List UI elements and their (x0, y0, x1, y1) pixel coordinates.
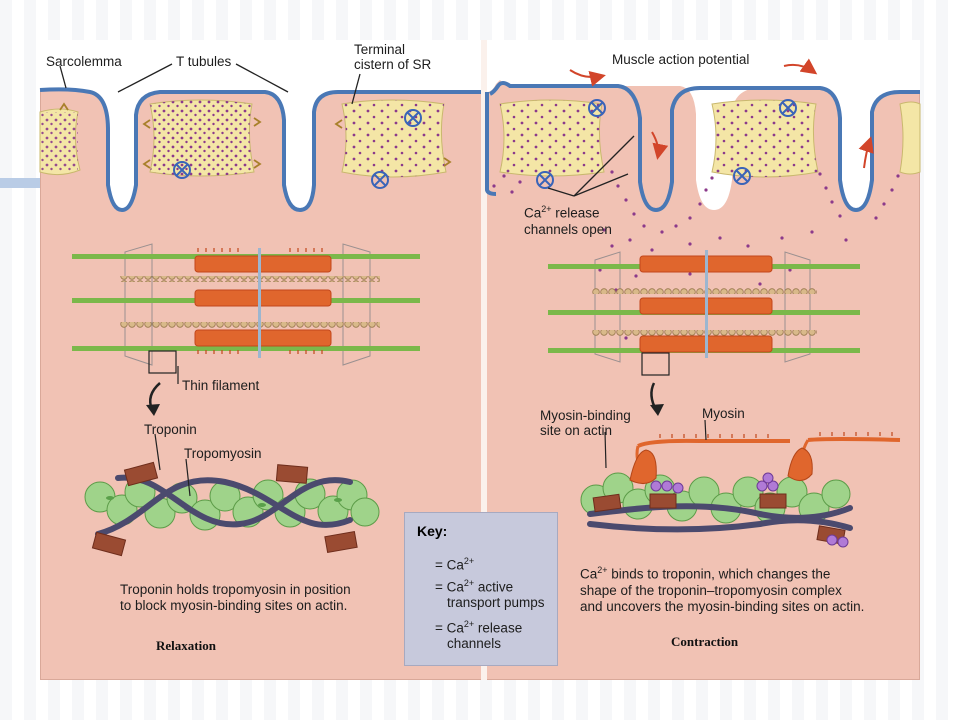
contraction-caption-line2: shape of the troponin–tropomyosin comple… (580, 582, 842, 598)
label-myosin-binding-line2: site on actin (540, 423, 613, 438)
left-actin-filament (84, 433, 380, 557)
right-actin-filament (580, 419, 901, 548)
label-t-tubules: T tubules (176, 54, 232, 69)
label-ca-release-line2: channels open (524, 222, 612, 237)
right-sarcomere (548, 250, 860, 416)
key-title: Key: (417, 523, 448, 539)
left-sarcolemma (39, 40, 481, 213)
label-sarcolemma: Sarcolemma (46, 54, 122, 69)
left-pump-icons (173, 109, 422, 189)
label-ca-release-line1: Ca2+ release (524, 204, 600, 221)
label-thin-filament: Thin filament (182, 378, 260, 393)
slide-accent-bar (0, 178, 44, 188)
label-terminal-cistern-line2: cistern of SR (354, 57, 432, 72)
label-troponin: Troponin (144, 422, 197, 437)
left-sr-cisterns (39, 99, 447, 178)
contraction-caption-line1: Ca2+ binds to troponin, which changes th… (580, 565, 831, 582)
action-potential-arrows (569, 58, 874, 169)
left-release-channels (59, 102, 452, 169)
right-sr-cisterns (499, 99, 921, 178)
left-thin-filaments (72, 254, 420, 351)
label-terminal-cistern-line1: Terminal (354, 42, 406, 57)
contraction-caption: Ca2+ binds to troponin, which changes th… (580, 562, 864, 615)
label-contraction: Contraction (671, 634, 739, 649)
panel-divider (481, 40, 487, 680)
key-row-calcium: = Ca2+ (435, 556, 475, 573)
right-thin-filaments (548, 264, 860, 353)
relaxation-caption-line2: to block myosin-binding sites on actin. (120, 598, 348, 613)
label-relaxation: Relaxation (156, 638, 216, 653)
left-thick-filaments (194, 255, 332, 347)
relaxation-caption-line1: Troponin holds tropomyosin in position (120, 582, 351, 597)
right-released-calcium (492, 170, 900, 342)
label-muscle-action-potential: Muscle action potential (612, 52, 750, 67)
relaxation-caption: Troponin holds tropomyosin in position t… (120, 582, 351, 614)
label-tropomyosin: Tropomyosin (184, 446, 262, 461)
right-pump-icons (536, 99, 797, 189)
left-sarcomere (72, 243, 420, 416)
contraction-caption-line3: and uncovers the myosin-binding sites on… (580, 598, 865, 614)
label-myosin-binding-line1: Myosin-binding (540, 408, 631, 423)
label-myosin: Myosin (702, 406, 745, 421)
